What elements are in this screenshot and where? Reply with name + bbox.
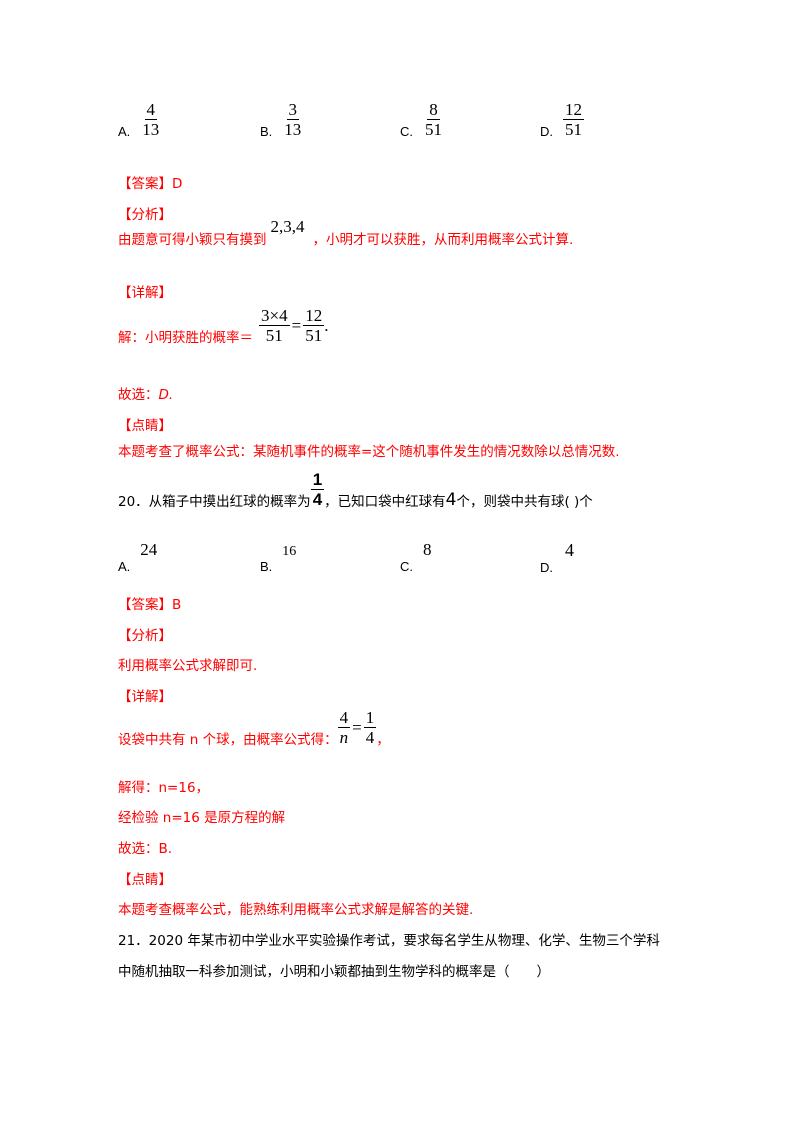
answer-label: 【答案】	[118, 597, 172, 613]
option-letter: A.	[118, 124, 131, 139]
q19-analysis-label: 【分析】	[118, 207, 172, 223]
q21-stem-line1: 21．2020 年某市初中学业水平实验操作考试，要求每名学生从物理、化学、生物三…	[118, 933, 660, 949]
q20-analysis-label: 【分析】	[118, 628, 172, 644]
q20-option-a: A.24	[118, 540, 158, 574]
q20-choose: 故选：B.	[118, 841, 173, 857]
q19-choose: 故选：D.	[118, 387, 174, 403]
answer-label: 【答案】	[118, 176, 172, 192]
q20-option-b: B.16	[260, 544, 297, 574]
option-letter: B.	[260, 124, 273, 139]
q19-detail-label: 【详解】	[118, 285, 172, 301]
q20-comment-label: 【点睛】	[118, 872, 172, 888]
q20-check: 经检验 n=16 是原方程的解	[118, 810, 286, 826]
q20-option-c: C.8	[400, 540, 432, 574]
q20-solve: 解得：n=16，	[118, 780, 210, 796]
q20-detail-label: 【详解】	[118, 689, 172, 705]
q20-option-d: D.4	[540, 540, 574, 575]
option-letter: C.	[400, 124, 413, 139]
option-letter: D.	[540, 124, 553, 139]
q19-comment-label: 【点睛】	[118, 418, 172, 434]
answer-value: D	[172, 176, 183, 192]
q21-stem-line2: 中随机抽取一科参加测试，小明和小颖都抽到生物学科的概率是（ ）	[118, 964, 550, 980]
q20-answer: 【答案】B	[118, 593, 181, 613]
q19-comment-text: 本题考查了概率公式：某随机事件的概率=这个随机事件发生的情况数除以总情况数.	[118, 444, 620, 460]
q20-comment-text: 本题考查概率公式，能熟练利用概率公式求解是解答的关键.	[118, 902, 474, 918]
answer-value: B	[172, 597, 182, 613]
q19-analysis-text: 由题意可得小颖只有摸到2,3,4，小明才可以获胜，从而利用概率公式计算.	[118, 217, 574, 248]
q19-answer: 【答案】D	[118, 172, 182, 192]
q20-analysis-text: 利用概率公式求解即可.	[118, 658, 258, 674]
math-2-3-4: 2,3,4	[270, 217, 305, 236]
